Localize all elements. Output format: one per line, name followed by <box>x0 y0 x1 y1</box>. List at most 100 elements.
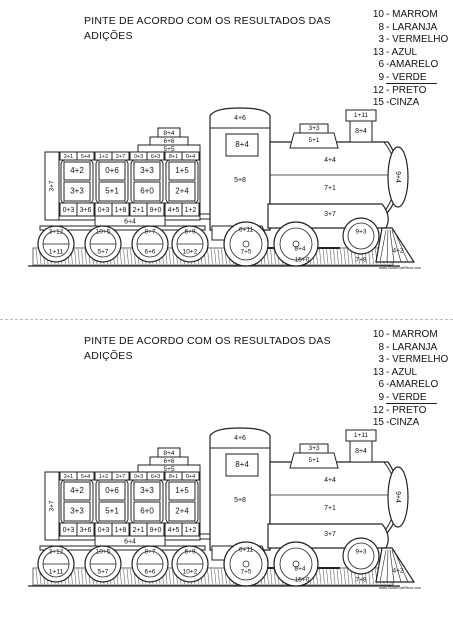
rail-tie <box>347 568 350 585</box>
sum-wagon-bottom-cell: 1+8 <box>115 527 127 534</box>
legend-number: 9 <box>378 391 384 403</box>
rail-tie <box>84 248 87 265</box>
legend-color-name: - AZUL <box>386 46 418 58</box>
legend-row: 3- VERMELHO <box>368 34 448 47</box>
rail-tie <box>119 568 122 585</box>
sum-wagon-top-cell: 1+2 <box>99 154 108 160</box>
sum-loco-wheel-top: 6+11 <box>239 547 254 554</box>
rail-tie <box>221 248 224 265</box>
sum-wagon-top-cell: 0+4 <box>186 474 195 480</box>
sum-cowcatcher: 4+2 <box>392 248 403 255</box>
legend-number: 13 <box>372 366 384 378</box>
sum-chimney-body: 8+4 <box>355 128 367 135</box>
legend-row: 9- VERDE <box>368 391 448 405</box>
cowcatcher-bar <box>379 229 387 263</box>
rail-tie <box>168 248 171 265</box>
sum-wagon-wheel-top: 8+7 <box>144 549 155 556</box>
wagon-window <box>133 481 161 501</box>
sum-chimney: 1+11 <box>354 432 369 439</box>
legend-row: 6-AMARELO <box>368 379 448 392</box>
legend-row: 9- VERDE <box>368 71 448 85</box>
instructions-line-2: ADIÇÕES <box>84 350 133 362</box>
sum-wagon-window: 6+0 <box>140 507 154 516</box>
sum-wagon-bottom-cell: 0+3 <box>98 207 110 214</box>
rail-tie <box>126 248 129 265</box>
legend-number: 10 <box>372 329 384 340</box>
legend-number: 6 <box>378 379 384 391</box>
rail-tie <box>214 248 217 265</box>
sum-wagon-top-cell: 2+1 <box>64 154 73 160</box>
rail-tie <box>322 248 325 265</box>
cowcatcher-bar <box>386 549 389 583</box>
legend-row: 12- PRETO <box>368 405 448 418</box>
sum-cab-top: 4+6 <box>234 435 246 442</box>
legend-color-name: -AMARELO <box>386 59 439 71</box>
sum-wagon-side: 3+7 <box>49 180 56 191</box>
sum-front-bottom: 7+8 <box>355 577 366 584</box>
sum-wagon-wheel-top: 3+12 <box>49 549 64 556</box>
sum-boiler-mid: 7+1 <box>324 505 336 512</box>
legend-number: 9 <box>378 71 384 83</box>
legend-number: 8 <box>378 341 384 353</box>
sum-wagon-bottom-cell: 9+0 <box>150 207 162 214</box>
sum-wagon-window: 2+4 <box>175 507 189 516</box>
sum-wagon-bottom-cell: 1+8 <box>115 207 127 214</box>
cowcatcher-bar <box>389 229 395 263</box>
sum-wagon-bottom-cell: 0+3 <box>98 527 110 534</box>
sum-wagon-wheel-bottom: 1+11 <box>49 569 64 576</box>
loco-wheel-hub <box>242 240 250 248</box>
sum-coal-top: 8+4 <box>163 450 174 457</box>
rail-tie <box>217 248 220 265</box>
sum-wagon-top-cell: 6+3 <box>151 154 160 160</box>
sum-wagon-window: 4+2 <box>70 486 84 495</box>
sum-wagon-window: 3+3 <box>140 486 154 495</box>
sum-wagon-window: 2+4 <box>175 187 189 196</box>
rail-tie <box>123 248 126 265</box>
sum-coal-low: 5+5 <box>163 466 174 473</box>
sum-wagon-window: 0+6 <box>105 166 119 175</box>
wagon-window <box>98 481 126 501</box>
cowcatcher-bar <box>391 549 402 583</box>
wagon-window <box>63 181 91 202</box>
rail-tie <box>130 248 133 265</box>
dome-base <box>289 452 339 469</box>
wagon-window <box>63 481 91 501</box>
rail-tie <box>221 568 224 585</box>
legend-color-name: - MARROM <box>386 9 438 20</box>
sum-chimney-body: 8+4 <box>355 448 367 455</box>
rail-tie <box>347 248 350 265</box>
legend-color-name: - VERMELHO <box>386 354 449 366</box>
sum-wagon-base: 6+4 <box>124 538 136 545</box>
sum-wagon-bottom-cell: 0+3 <box>63 207 75 214</box>
cab-window <box>225 133 259 157</box>
sum-loco-wheel-bottom: 15+0 <box>295 257 310 264</box>
sum-running-board: 3+7 <box>324 211 336 218</box>
legend-number: 12 <box>372 404 384 416</box>
rail-tie <box>343 568 346 585</box>
cab-body <box>209 427 271 551</box>
wagon-window <box>63 161 91 181</box>
sum-steam-dome: 3+3 <box>308 125 319 132</box>
sum-wagon-bottom-cell: 1+2 <box>185 207 197 214</box>
cowcatcher <box>375 227 416 263</box>
legend-number: 15 <box>372 97 384 109</box>
instructions: PINTE DE ACORDO COM OS RESULTADOS DAS AD… <box>84 334 331 364</box>
legend-color-name: - LARANJA <box>386 21 438 33</box>
legend-row: 13- AZUL <box>368 47 448 60</box>
legend-number: 6 <box>378 59 384 71</box>
rail-tie <box>340 568 343 585</box>
cowcatcher-bar <box>393 549 409 583</box>
rail-tie <box>210 568 213 585</box>
rail-tie <box>371 248 374 265</box>
sum-wagon-wheel-bottom: 6+6 <box>144 249 155 256</box>
worksheet-top: PINTE DE ACORDO COM OS RESULTADOS DAS AD… <box>28 9 448 270</box>
cowcatcher-bar <box>386 229 389 263</box>
sum-dome-base: 5+1 <box>308 137 319 144</box>
sum-wagon-top-cell: 0+4 <box>186 154 195 160</box>
sum-cowcatcher: 4+2 <box>392 568 403 575</box>
sum-wagon-window: 1+5 <box>175 486 189 495</box>
sum-wagon-top-cell: 5+4 <box>81 474 90 480</box>
sum-loco-wheel-top: 6+11 <box>239 227 254 234</box>
